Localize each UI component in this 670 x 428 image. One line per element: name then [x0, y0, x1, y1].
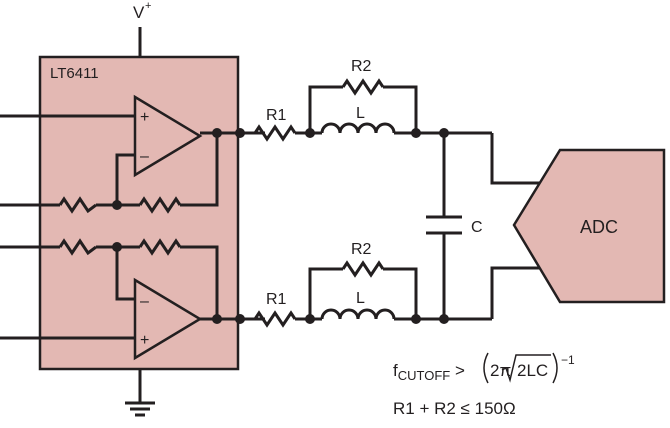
- top-r2-resistor: [341, 78, 385, 96]
- capacitor: [426, 133, 462, 319]
- junction-dot: [305, 314, 315, 324]
- supply-superscript: +: [145, 0, 151, 12]
- constraint-equation: R1 + R2 ≤ 150Ω: [393, 399, 516, 418]
- ground-symbol: [125, 369, 155, 417]
- bottom-r1-resistor: [253, 310, 297, 328]
- cutoff-equation: fCUTOFF >: [393, 361, 465, 383]
- top-inductor-label: L: [356, 105, 365, 122]
- bottom-r2-resistor: [341, 260, 385, 278]
- opamp-top-plus: +: [140, 109, 149, 126]
- bottom-r1-label: R1: [266, 291, 287, 308]
- top-r1-label: R1: [266, 107, 287, 124]
- cutoff-exponent: −1: [561, 353, 575, 367]
- junction-dot: [305, 128, 315, 138]
- bottom-filter-path: [253, 260, 540, 328]
- bottom-inductor: [320, 308, 396, 320]
- open-paren: [483, 352, 489, 384]
- cutoff-2pi: 2π: [490, 361, 511, 380]
- junction-dot: [112, 242, 122, 252]
- junction-dot: [212, 128, 222, 138]
- top-inductor: [320, 122, 396, 134]
- opamp-top: + –: [133, 94, 203, 178]
- top-filter-path: [253, 78, 540, 185]
- junction-dot: [411, 314, 421, 324]
- close-paren: [552, 352, 558, 384]
- supply-terminal: V +: [133, 0, 151, 57]
- chip-label: LT6411: [50, 65, 99, 82]
- cutoff-subscript: CUTOFF: [398, 368, 451, 383]
- opamp-top-wiring: [0, 114, 265, 214]
- top-r1-resistor: [253, 124, 297, 142]
- capacitor-label: C: [471, 219, 483, 236]
- bottom-inductor-label: L: [356, 290, 365, 307]
- bottom-r2-label: R2: [351, 241, 372, 258]
- top-r2-label: R2: [351, 58, 372, 75]
- junction-dot: [235, 314, 245, 324]
- opamp-bottom-minus: –: [140, 293, 149, 310]
- junction-dot: [112, 200, 122, 210]
- sqrt-sign: [501, 354, 551, 383]
- cutoff-gt: >: [450, 361, 465, 380]
- supply-label: V: [133, 3, 145, 22]
- opamp-bottom-plus: +: [140, 332, 149, 349]
- junction-dot: [212, 314, 222, 324]
- cutoff-radicand: 2LC: [517, 361, 548, 380]
- junction-dot: [411, 128, 421, 138]
- junction-dot: [235, 128, 245, 138]
- adc-label: ADC: [580, 217, 618, 237]
- cutoff-f: f: [393, 361, 398, 380]
- opamp-bottom: – +: [133, 277, 203, 361]
- opamp-top-minus: –: [140, 148, 149, 165]
- adc-block: [512, 148, 666, 304]
